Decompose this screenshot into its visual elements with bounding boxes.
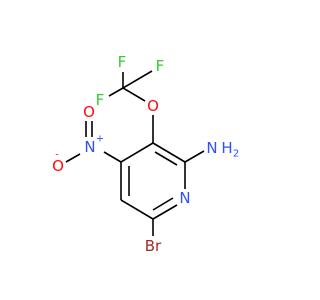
- bond-c6-c5: [120, 199, 154, 220]
- bond-n1-c6-double: [152, 197, 174, 211]
- bond-c3-c2-double: [154, 151, 178, 166]
- bond-c-f-left: [108, 87, 124, 97]
- atom-br: Br: [145, 237, 162, 255]
- atom-f-top: F: [118, 53, 127, 71]
- bond-o-cf3: [122, 87, 146, 102]
- charge-o-minus: -: [55, 150, 59, 161]
- bond-n-o-minus: [65, 153, 81, 163]
- atom-f-left: F: [96, 91, 105, 109]
- atom-h-amine: H: [221, 139, 232, 157]
- atom-n-amine: N: [206, 139, 217, 157]
- bond-c4-n-nitro: [103, 151, 122, 163]
- bond-c3-c2: [152, 142, 186, 163]
- bond-layer: [65, 70, 205, 236]
- atom-n-nitro: N: [84, 138, 95, 156]
- bond-n1-c6: [152, 204, 178, 220]
- amine-h-count: 2: [233, 149, 239, 160]
- charge-n-plus: +: [96, 134, 104, 145]
- atom-f-right: F: [156, 57, 165, 75]
- bond-c4-c3: [120, 142, 154, 163]
- molecule-structure: F F F O O N + O - N N H 2 Br: [52, 53, 239, 255]
- atom-o-nitro: O: [83, 103, 95, 121]
- atom-o-minus: O: [52, 157, 64, 175]
- bond-c-f-right: [122, 70, 153, 89]
- atom-labels: F F F O O N + O - N N H 2 Br: [52, 53, 239, 255]
- atom-n-ring: N: [179, 189, 190, 207]
- bond-c2-nh2: [184, 150, 205, 163]
- atom-o-ether: O: [147, 97, 159, 115]
